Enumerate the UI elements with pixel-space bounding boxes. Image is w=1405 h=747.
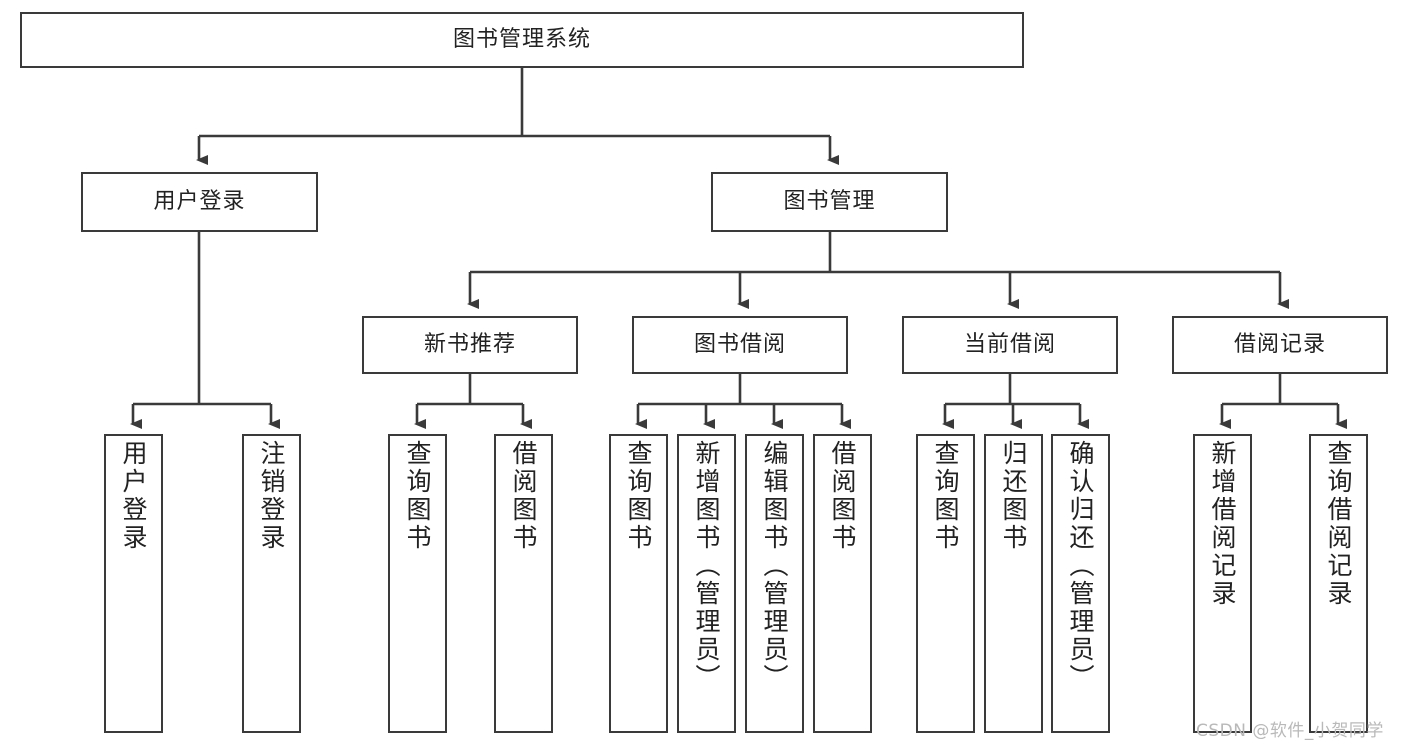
node-book-borrow[interactable]: 图书借阅 [632, 316, 848, 374]
node-label: 用户登录 [119, 440, 148, 552]
node-root-book-management-system[interactable]: 图书管理系统 [20, 12, 1024, 68]
leaf-user-login-logout[interactable]: 注销登录 [242, 434, 301, 733]
leaf-current-borrow-confirm-return-admin[interactable]: 确认归还（管理员） [1051, 434, 1110, 733]
node-label: 新增借阅记录 [1208, 440, 1237, 608]
node-borrow-record[interactable]: 借阅记录 [1172, 316, 1388, 374]
node-label: 新书推荐 [423, 331, 516, 357]
node-label: 用户登录 [153, 188, 246, 214]
node-label: 当前借阅 [963, 331, 1056, 357]
node-label: 归还图书 [999, 440, 1028, 552]
leaf-book-borrow-borrow-book[interactable]: 借阅图书 [813, 434, 872, 733]
node-label: 注销登录 [257, 440, 286, 552]
node-label: 查询图书 [931, 440, 960, 552]
node-label: 借阅记录 [1233, 331, 1326, 357]
node-label: 查询图书 [624, 440, 653, 552]
node-label: 查询借阅记录 [1324, 440, 1353, 608]
node-label: 借阅图书 [828, 440, 857, 552]
node-label: 确认归还（管理员） [1066, 440, 1095, 692]
node-label: 查询图书 [403, 440, 432, 552]
leaf-book-borrow-edit-book-admin[interactable]: 编辑图书（管理员） [745, 434, 804, 733]
leaf-borrow-record-add-record[interactable]: 新增借阅记录 [1193, 434, 1252, 733]
leaf-user-login-login[interactable]: 用户登录 [104, 434, 163, 733]
node-label: 新增图书（管理员） [692, 440, 721, 692]
node-label: 编辑图书（管理员） [760, 440, 789, 692]
node-label: 借阅图书 [509, 440, 538, 552]
leaf-borrow-record-query-record[interactable]: 查询借阅记录 [1309, 434, 1368, 733]
node-label: 图书借阅 [693, 331, 786, 357]
node-current-borrow[interactable]: 当前借阅 [902, 316, 1118, 374]
leaf-book-borrow-query-book[interactable]: 查询图书 [609, 434, 668, 733]
leaf-current-borrow-query-book[interactable]: 查询图书 [916, 434, 975, 733]
leaf-new-book-query-book[interactable]: 查询图书 [388, 434, 447, 733]
node-book-management[interactable]: 图书管理 [711, 172, 948, 232]
leaf-book-borrow-add-book-admin[interactable]: 新增图书（管理员） [677, 434, 736, 733]
leaf-new-book-borrow-book[interactable]: 借阅图书 [494, 434, 553, 733]
node-user-login[interactable]: 用户登录 [81, 172, 318, 232]
node-label: 图书管理系统 [452, 26, 591, 52]
leaf-current-borrow-return-book[interactable]: 归还图书 [984, 434, 1043, 733]
node-label: 图书管理 [783, 188, 876, 214]
node-new-book-recommend[interactable]: 新书推荐 [362, 316, 578, 374]
